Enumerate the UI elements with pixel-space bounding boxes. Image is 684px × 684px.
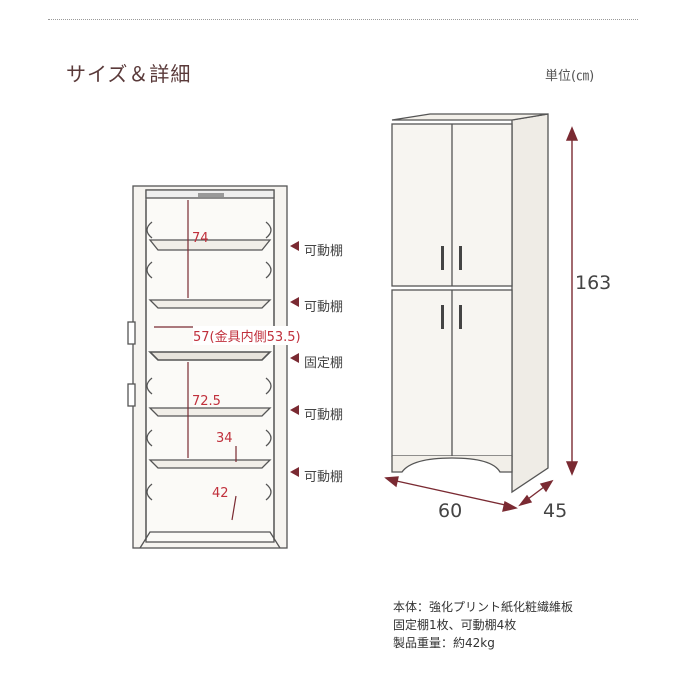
closed-cabinet-drawing — [391, 113, 549, 494]
shelf-label-fixed: 固定棚 — [304, 356, 344, 371]
dim-upper-height: 74 — [192, 231, 209, 246]
shelf-label-movable-2: 可動棚 — [304, 300, 344, 315]
shelf-arrows — [290, 241, 299, 477]
spec-shelves: 固定棚1枚、可動棚4枚 — [393, 618, 517, 632]
arrow-left-icon — [290, 353, 299, 363]
spec-material: 本体：強化プリント紙化粧繊維板 — [393, 600, 574, 614]
arrow-left-icon — [290, 405, 299, 415]
unit-label: 単位(㎝) — [545, 69, 595, 84]
arrow-left-icon — [290, 297, 299, 307]
dim-shelf-gap: 34 — [216, 431, 233, 446]
dim-outer-width: 60 — [438, 500, 463, 522]
outer-dimension-arrows — [384, 126, 579, 512]
arrow-left-icon — [290, 467, 299, 477]
spec-weight: 製品重量：約42kg — [393, 636, 495, 650]
shelf-label-movable-3: 可動棚 — [304, 408, 344, 423]
dim-inner-width: 57(金具内側53.5) — [193, 326, 301, 345]
dim-bottom-gap: 42 — [212, 486, 229, 501]
top-divider — [48, 19, 638, 20]
page-title: サイズ＆詳細 — [66, 62, 192, 86]
shelf-label-movable-4: 可動棚 — [304, 470, 344, 485]
shelf-label-movable-1: 可動棚 — [304, 244, 344, 259]
dim-outer-height: 163 — [575, 272, 612, 294]
dim-outer-depth: 45 — [543, 500, 568, 522]
dim-lower-height: 72.5 — [192, 394, 221, 409]
open-cabinet-drawing — [127, 185, 288, 549]
arrow-left-icon — [290, 241, 299, 251]
